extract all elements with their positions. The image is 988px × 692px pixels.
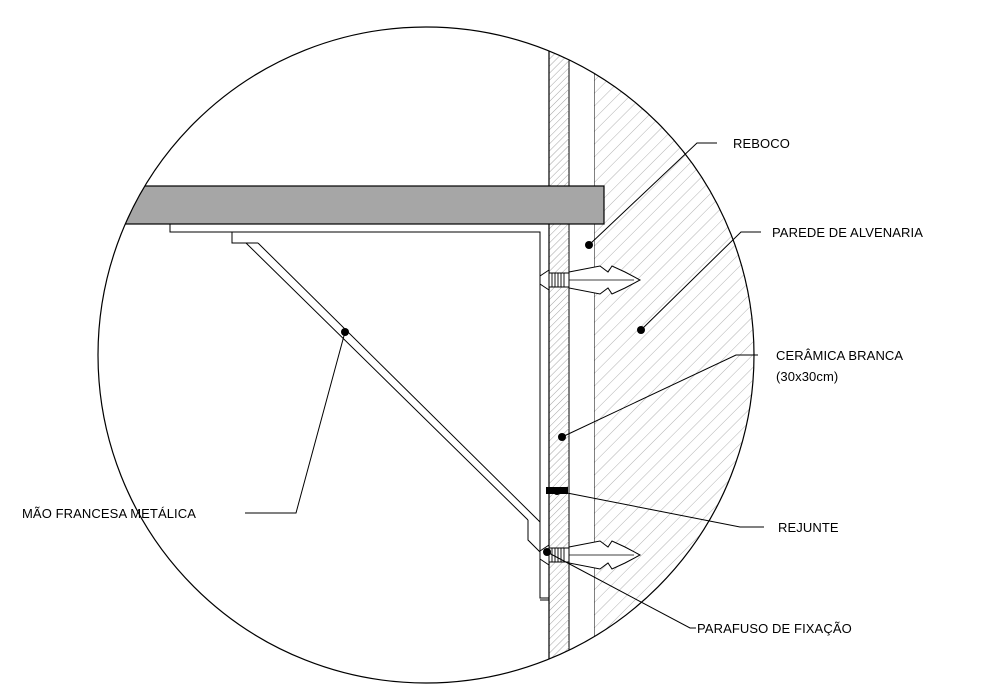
detail-content bbox=[98, 27, 754, 683]
dot-parede bbox=[637, 326, 645, 334]
leader-mao-francesa bbox=[245, 331, 346, 514]
label-ceramica-line1: CERÂMICA BRANCA bbox=[776, 348, 903, 363]
leader-dots bbox=[341, 241, 645, 556]
leader-rejunte bbox=[556, 490, 764, 528]
leader-reboco bbox=[588, 142, 717, 246]
leader-parafuso bbox=[546, 551, 696, 629]
dot-reboco bbox=[585, 241, 593, 249]
masonry-wall bbox=[594, 27, 754, 683]
dot-parafuso bbox=[543, 548, 551, 556]
render-layer bbox=[569, 27, 594, 683]
leader-parede bbox=[640, 231, 761, 331]
label-mao-francesa: MÃO FRANCESA METÁLICA bbox=[22, 506, 196, 521]
label-rejunte: REJUNTE bbox=[778, 520, 839, 535]
label-reboco: REBOCO bbox=[733, 136, 790, 151]
dot-ceramica bbox=[558, 433, 566, 441]
dot-mao-francesa bbox=[341, 328, 349, 336]
label-parede: PAREDE DE ALVENARIA bbox=[772, 225, 923, 240]
upper-fixing-screw bbox=[539, 265, 642, 295]
metal-bracket bbox=[169, 224, 550, 601]
label-ceramica-line2: (30x30cm) bbox=[776, 369, 838, 384]
ceramic-tile-layer bbox=[549, 27, 569, 683]
label-parafuso: PARAFUSO DE FIXAÇÃO bbox=[697, 621, 852, 636]
leader-ceramica bbox=[561, 354, 758, 438]
leader-lines bbox=[245, 142, 764, 629]
shelf-slab bbox=[98, 185, 605, 225]
dot-rejunte bbox=[553, 487, 561, 495]
